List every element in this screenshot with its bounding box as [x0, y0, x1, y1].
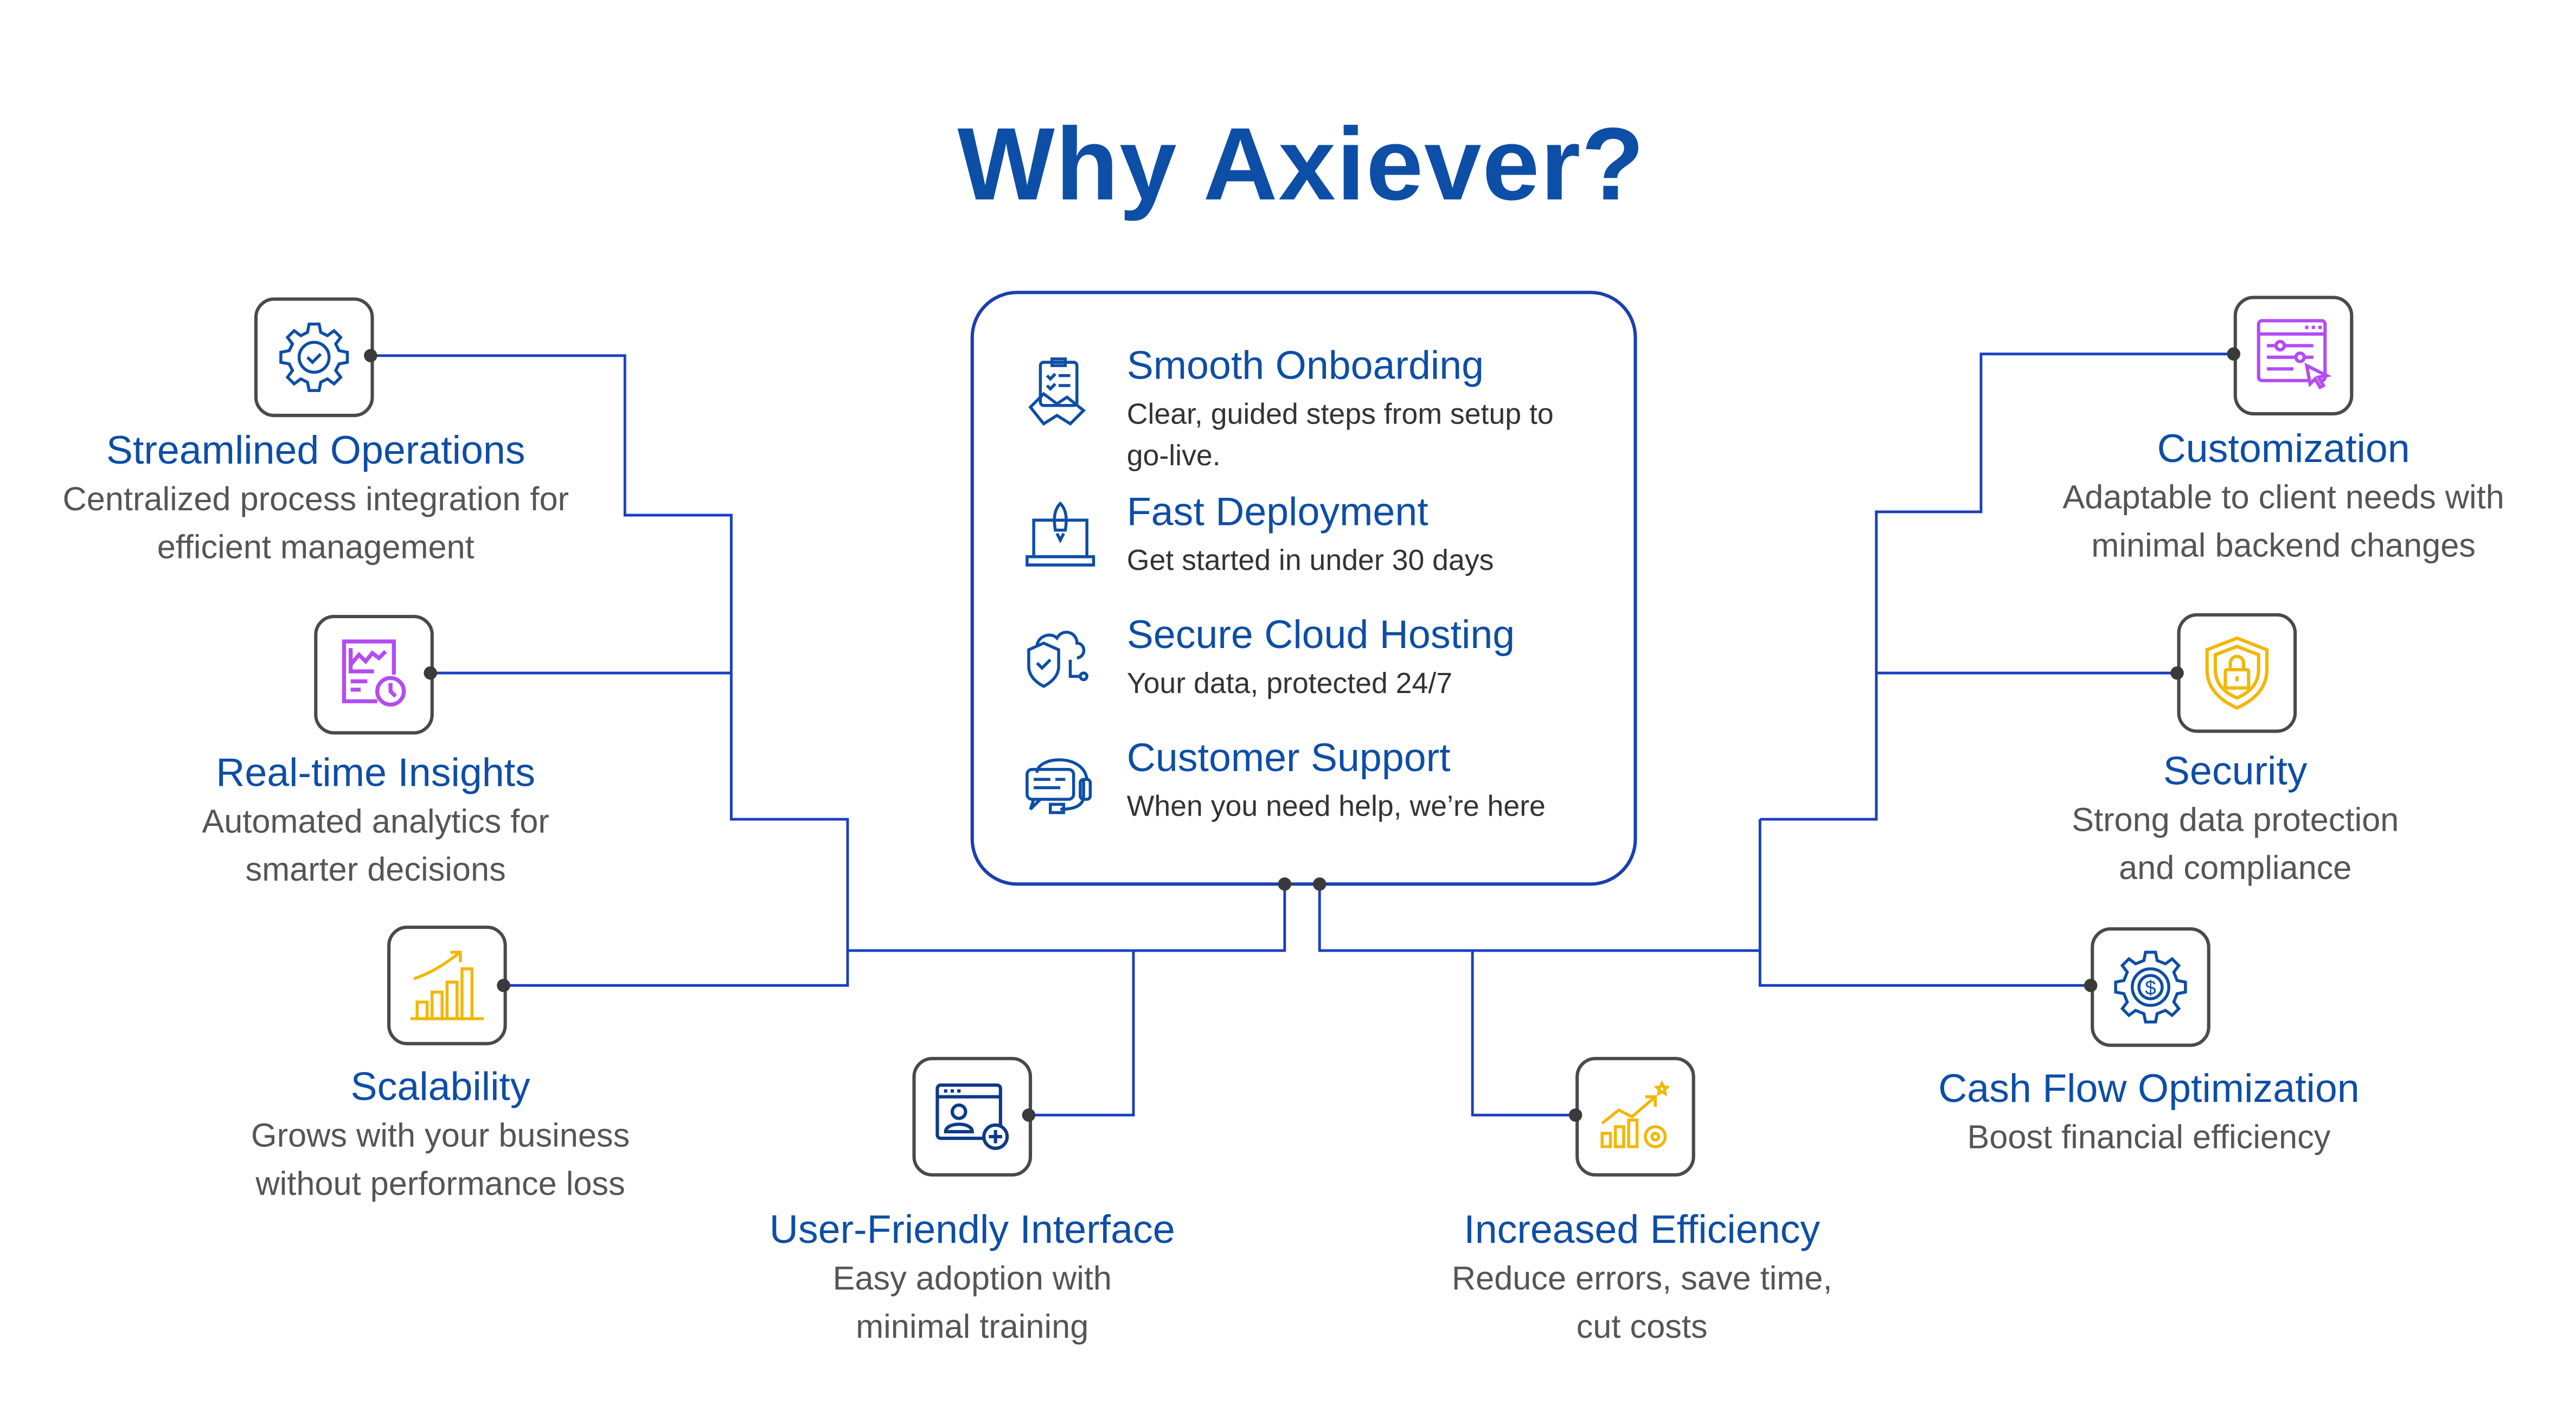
connector-dot: [1568, 1108, 1582, 1122]
center-item: Smooth Onboarding Clear, guided steps fr…: [1028, 344, 1592, 477]
feature-desc: without performance loss: [255, 1166, 625, 1203]
connector-dot: [2170, 666, 2184, 680]
clipboard-handshake-icon: [1028, 357, 1086, 426]
headset-chat-icon: [1026, 758, 1092, 814]
connector-dot: [2227, 347, 2240, 361]
center-item-title: Customer Support: [1126, 736, 1451, 781]
feature-desc: efficient management: [157, 530, 475, 567]
connector-dot: [497, 978, 510, 992]
feature-cash-flow-optimization: Cash Flow Optimization Boost financial e…: [1833, 1067, 2465, 1162]
feature-title: Scalability: [350, 1065, 530, 1111]
feature-desc: Adaptable to client needs with: [2062, 480, 2504, 517]
feature-icon-card: [912, 1057, 1033, 1177]
connector-efficiency: [1471, 950, 1576, 1117]
center-item-desc: When you need help, we’re here: [1126, 789, 1546, 823]
feature-icon-card: [314, 614, 434, 735]
feature-desc: Strong data protection: [2072, 803, 2399, 839]
connector-dot: [424, 666, 437, 680]
feature-title: User-Friendly Interface: [769, 1208, 1175, 1253]
center-item: Fast Deployment Get started in under 30 …: [1026, 490, 1592, 582]
user-window-icon: [935, 1083, 1009, 1150]
center-item: Secure Cloud Hosting Your data, protecte…: [1027, 613, 1592, 705]
feature-desc: Reduce errors, save time,: [1451, 1261, 1832, 1298]
connector-dot: [364, 349, 377, 363]
connector-cashflow: [1758, 819, 2091, 987]
cloud-shield-icon: [1027, 631, 1088, 688]
feature-desc: minimal backend changes: [2091, 528, 2476, 565]
core-benefits-panel: Smooth Onboarding Clear, guided steps fr…: [970, 291, 1637, 886]
center-item-title: Secure Cloud Hosting: [1126, 613, 1515, 658]
shield-lock-icon: [2205, 636, 2269, 710]
connector-user-friendly: [1028, 950, 1135, 1117]
dollar-gear-icon: $: [2114, 951, 2187, 1024]
chart-gear-icon: [1600, 1080, 1670, 1149]
connector-right-trunk: [1318, 884, 1760, 952]
feature-desc: cut costs: [1576, 1309, 1708, 1346]
feature-title: Real-time Insights: [216, 751, 535, 796]
feature-realtime-insights: Real-time Insights Automated analytics f…: [60, 751, 691, 894]
connector-dot: [1312, 877, 1327, 891]
feature-title: Increased Efficiency: [1464, 1208, 1821, 1253]
connector-dot: [1022, 1108, 1036, 1122]
feature-increased-efficiency: Increased Efficiency Reduce errors, save…: [1326, 1208, 1958, 1351]
center-item-title: Fast Deployment: [1126, 490, 1428, 535]
page-title: Why Axiever?: [957, 108, 1645, 223]
feature-desc: and compliance: [2119, 851, 2352, 888]
feature-desc: Centralized process integration for: [62, 482, 569, 519]
laptop-rocket-icon: [1026, 501, 1095, 567]
center-item-desc: Clear, guided steps from setup to go-liv…: [1126, 397, 1554, 472]
feature-title: Security: [2163, 749, 2308, 794]
feature-title: Customization: [2157, 427, 2410, 472]
feature-desc: Easy adoption with: [832, 1261, 1112, 1298]
feature-icon-card: [387, 925, 507, 1045]
center-item-desc: Your data, protected 24/7: [1126, 666, 1453, 700]
feature-icon-card: [2177, 613, 2297, 733]
feature-customization: Customization Adaptable to client needs …: [1968, 427, 2576, 570]
connector-customization: [1760, 352, 2234, 821]
connector-dot: [2084, 978, 2098, 992]
feature-desc: minimal training: [856, 1309, 1089, 1346]
report-clock-icon: [342, 639, 406, 707]
connector-dot: [1278, 877, 1292, 891]
gear-check-icon: [279, 322, 349, 392]
feature-user-friendly-interface: User-Friendly Interface Easy adoption wi…: [656, 1208, 1288, 1351]
feature-icon-card: [254, 297, 374, 418]
feature-scalability: Scalability Grows with your business wit…: [125, 1065, 757, 1208]
feature-streamlined-operations: Streamlined Operations Centralized proce…: [0, 429, 632, 572]
settings-window-icon: [2257, 319, 2332, 390]
feature-desc: Automated analytics for: [202, 804, 549, 841]
feature-title: Cash Flow Optimization: [1938, 1067, 2360, 1112]
feature-security: Security Strong data protection and comp…: [1919, 749, 2551, 893]
feature-icon-card: [2233, 296, 2354, 416]
feature-desc: Boost financial efficiency: [1967, 1120, 2331, 1157]
feature-desc: Grows with your business: [251, 1118, 630, 1155]
center-item-title: Smooth Onboarding: [1126, 344, 1484, 389]
center-item-desc: Get started in under 30 days: [1126, 543, 1494, 577]
connector-streamlined: [370, 354, 849, 987]
center-item: Customer Support When you need help, we’…: [1026, 736, 1592, 828]
feature-title: Streamlined Operations: [106, 428, 526, 474]
growth-chart-icon: [410, 951, 484, 1021]
connector-left-trunk: [847, 884, 1286, 952]
feature-desc: smarter decisions: [245, 852, 506, 889]
svg-text:$: $: [2145, 977, 2156, 999]
